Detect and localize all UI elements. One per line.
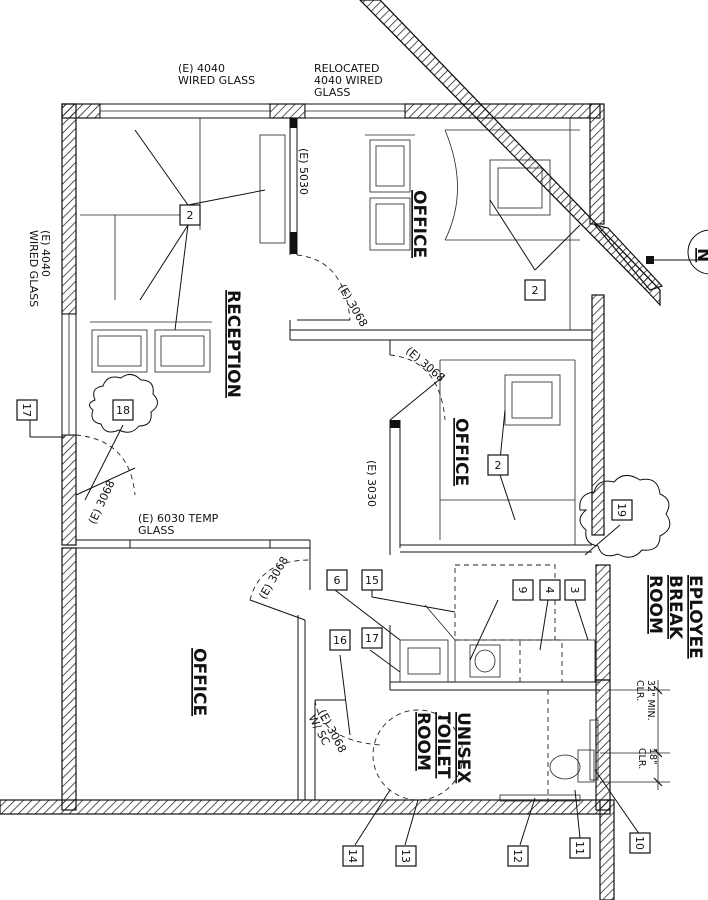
callout-tag: 16 bbox=[329, 629, 351, 651]
walls bbox=[0, 103, 615, 900]
svg-text:EPLOYEEBREAKROOM: EPLOYEEBREAKROOM bbox=[645, 575, 705, 659]
callout-tag-number: 13 bbox=[399, 849, 412, 863]
note-door-3068-toilet: (E) 3068W/ SC bbox=[306, 707, 349, 760]
exterior-diagonal-wall bbox=[359, 0, 664, 307]
callout-tag-number: 9 bbox=[516, 587, 529, 594]
callout-tag-number: 14 bbox=[346, 849, 359, 863]
svg-text:(E) 4040WIRED GLASS: (E) 4040WIRED GLASS bbox=[27, 230, 52, 307]
office-top-furniture bbox=[365, 118, 580, 330]
callout-tag: 19 bbox=[611, 499, 633, 521]
callout-tag-number: 2 bbox=[495, 459, 502, 472]
svg-text:(E) 3068W/ SC: (E) 3068W/ SC bbox=[306, 707, 349, 760]
callout-tag: 12 bbox=[507, 845, 529, 867]
note-door-3068-office: (E) 3068 bbox=[403, 344, 447, 384]
reception-furniture bbox=[80, 118, 286, 373]
callout-tag-number: 17 bbox=[20, 403, 33, 417]
callout-tag: 18 bbox=[112, 399, 134, 421]
office-mid-furniture bbox=[439, 359, 576, 545]
windows bbox=[61, 103, 406, 549]
note-door-5030: (E) 5030 bbox=[297, 148, 310, 195]
callout-tag: 3 bbox=[564, 579, 586, 601]
callout-tag-number: 3 bbox=[568, 587, 581, 594]
callout-tag: 2 bbox=[487, 454, 509, 476]
note-door-3068-left: (E) 3068 bbox=[86, 478, 118, 526]
callout-tag-number: 18 bbox=[116, 404, 130, 417]
dimension-lines bbox=[600, 680, 670, 790]
toilet-fixtures bbox=[372, 690, 599, 802]
callout-tags: 2 2 2 18 17 19 6 15 9 4 3 16 17 14 13 12 11 10 bbox=[16, 204, 651, 867]
room-label-break-room: EPLOYEEBREAKROOM bbox=[645, 575, 705, 659]
note-door-3030: (E) 3030 bbox=[365, 460, 378, 507]
callout-tag: 2 bbox=[524, 279, 546, 301]
callout-tag: 4 bbox=[539, 579, 561, 601]
callout-tag-number: 16 bbox=[333, 634, 347, 647]
north-label: N bbox=[693, 248, 708, 262]
callout-tag-number: 19 bbox=[615, 503, 628, 517]
note-wired-glass-left: (E) 4040WIRED GLASS bbox=[27, 230, 52, 307]
door-swings bbox=[75, 254, 446, 746]
callout-tag-number: 12 bbox=[511, 849, 524, 863]
room-label-toilet: UNISEXTOILETROOM bbox=[413, 712, 473, 783]
callout-tag-number: 17 bbox=[365, 632, 379, 645]
callout-tag: 14 bbox=[342, 845, 364, 867]
callout-tag: 15 bbox=[361, 569, 383, 591]
callout-tag-number: 11 bbox=[573, 841, 586, 855]
callout-tag: 17 bbox=[16, 399, 38, 421]
interior-partitions bbox=[76, 118, 600, 800]
callout-tag: 11 bbox=[569, 837, 591, 859]
room-label-office-top: OFFICE bbox=[409, 190, 429, 258]
leader-lines bbox=[29, 129, 641, 846]
svg-text:UNISEXTOILETROOM: UNISEXTOILETROOM bbox=[413, 712, 473, 783]
room-label-office-left: OFFICE bbox=[189, 648, 209, 716]
north-arrow-icon bbox=[646, 229, 708, 275]
revision-clouds bbox=[89, 374, 671, 558]
svg-text:18"CLR.: 18"CLR. bbox=[636, 748, 658, 769]
kitchen-fixtures bbox=[399, 564, 596, 683]
room-label-reception: RECEPTION bbox=[223, 290, 243, 398]
note-door-3068-office: (E) 3068 bbox=[256, 554, 291, 601]
callout-tag-number: 2 bbox=[532, 284, 539, 297]
callout-tag: 13 bbox=[395, 845, 417, 867]
callout-tag-number: 6 bbox=[334, 574, 341, 587]
callout-tag-number: 10 bbox=[633, 836, 646, 850]
note-clearance-32: 32" MIN.CLR. bbox=[634, 680, 656, 721]
callout-tag: 6 bbox=[326, 569, 348, 591]
svg-text:32" MIN.CLR.: 32" MIN.CLR. bbox=[634, 680, 656, 721]
callout-tag: 9 bbox=[512, 579, 534, 601]
room-label-office-mid: OFFICE bbox=[451, 418, 471, 486]
note-door-3068-reception: (E) 3068 bbox=[335, 282, 370, 329]
note-clearance-18: 18"CLR. bbox=[636, 748, 658, 769]
callout-tag: 2 bbox=[179, 204, 201, 226]
callout-tag-number: 4 bbox=[543, 587, 556, 594]
callout-tag-number: 2 bbox=[187, 209, 194, 222]
callout-tag: 10 bbox=[629, 832, 651, 854]
callout-tag-number: 15 bbox=[365, 574, 379, 587]
svg-text:(E) 4040WIRED GLASS: (E) 4040WIRED GLASS bbox=[178, 62, 255, 87]
callout-tag: 17 bbox=[361, 627, 383, 649]
